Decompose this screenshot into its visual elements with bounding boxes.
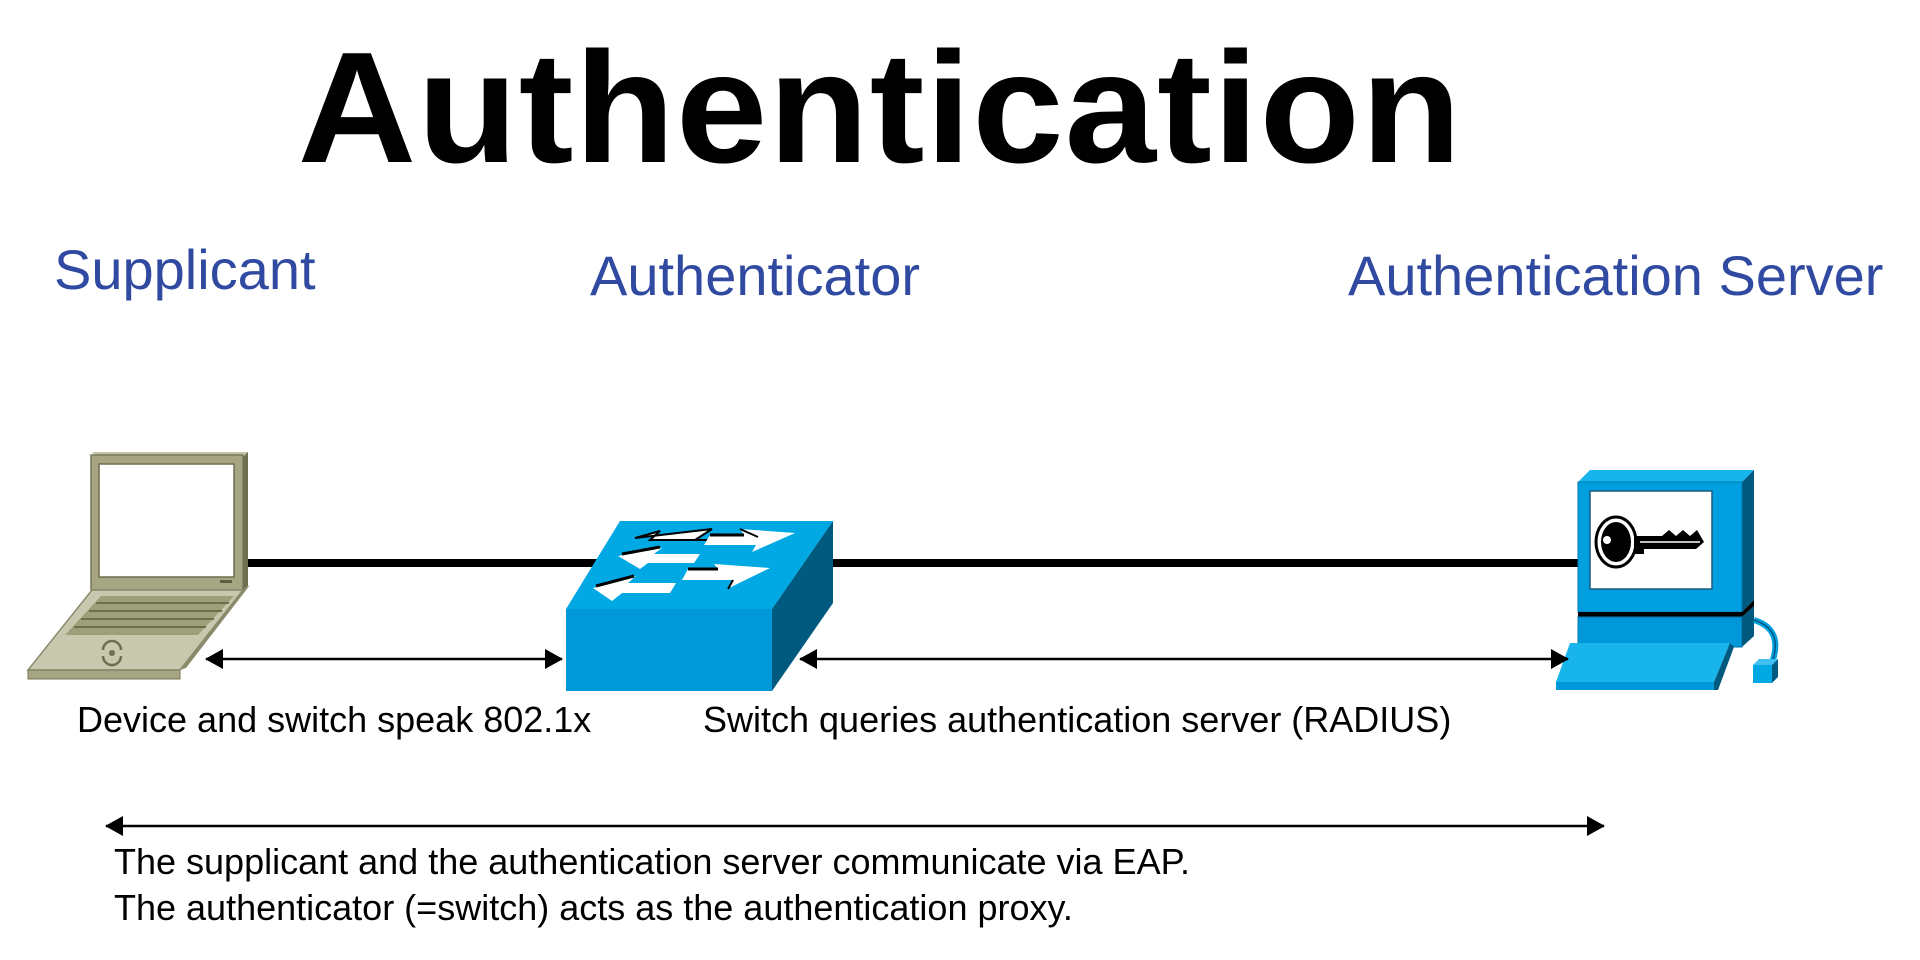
caption-device-switch-8021x: Device and switch speak 802.1x [77, 699, 592, 740]
role-label-authentication-server: Authentication Server [1348, 244, 1884, 307]
role-label-supplicant: Supplicant [54, 238, 316, 301]
caption-switch-radius: Switch queries authentication server (RA… [703, 699, 1452, 740]
key-server-icon [1556, 470, 1779, 690]
laptop-icon [26, 452, 250, 680]
note-proxy: The authenticator (=switch) acts as the … [114, 887, 1073, 928]
switch-icon [566, 521, 833, 691]
switch-arrows [593, 528, 795, 601]
note-eap: The supplicant and the authentication se… [114, 841, 1190, 882]
role-label-authenticator: Authenticator [590, 244, 920, 307]
page-title: Authentication [297, 20, 1463, 196]
key-icon [1594, 515, 1704, 569]
